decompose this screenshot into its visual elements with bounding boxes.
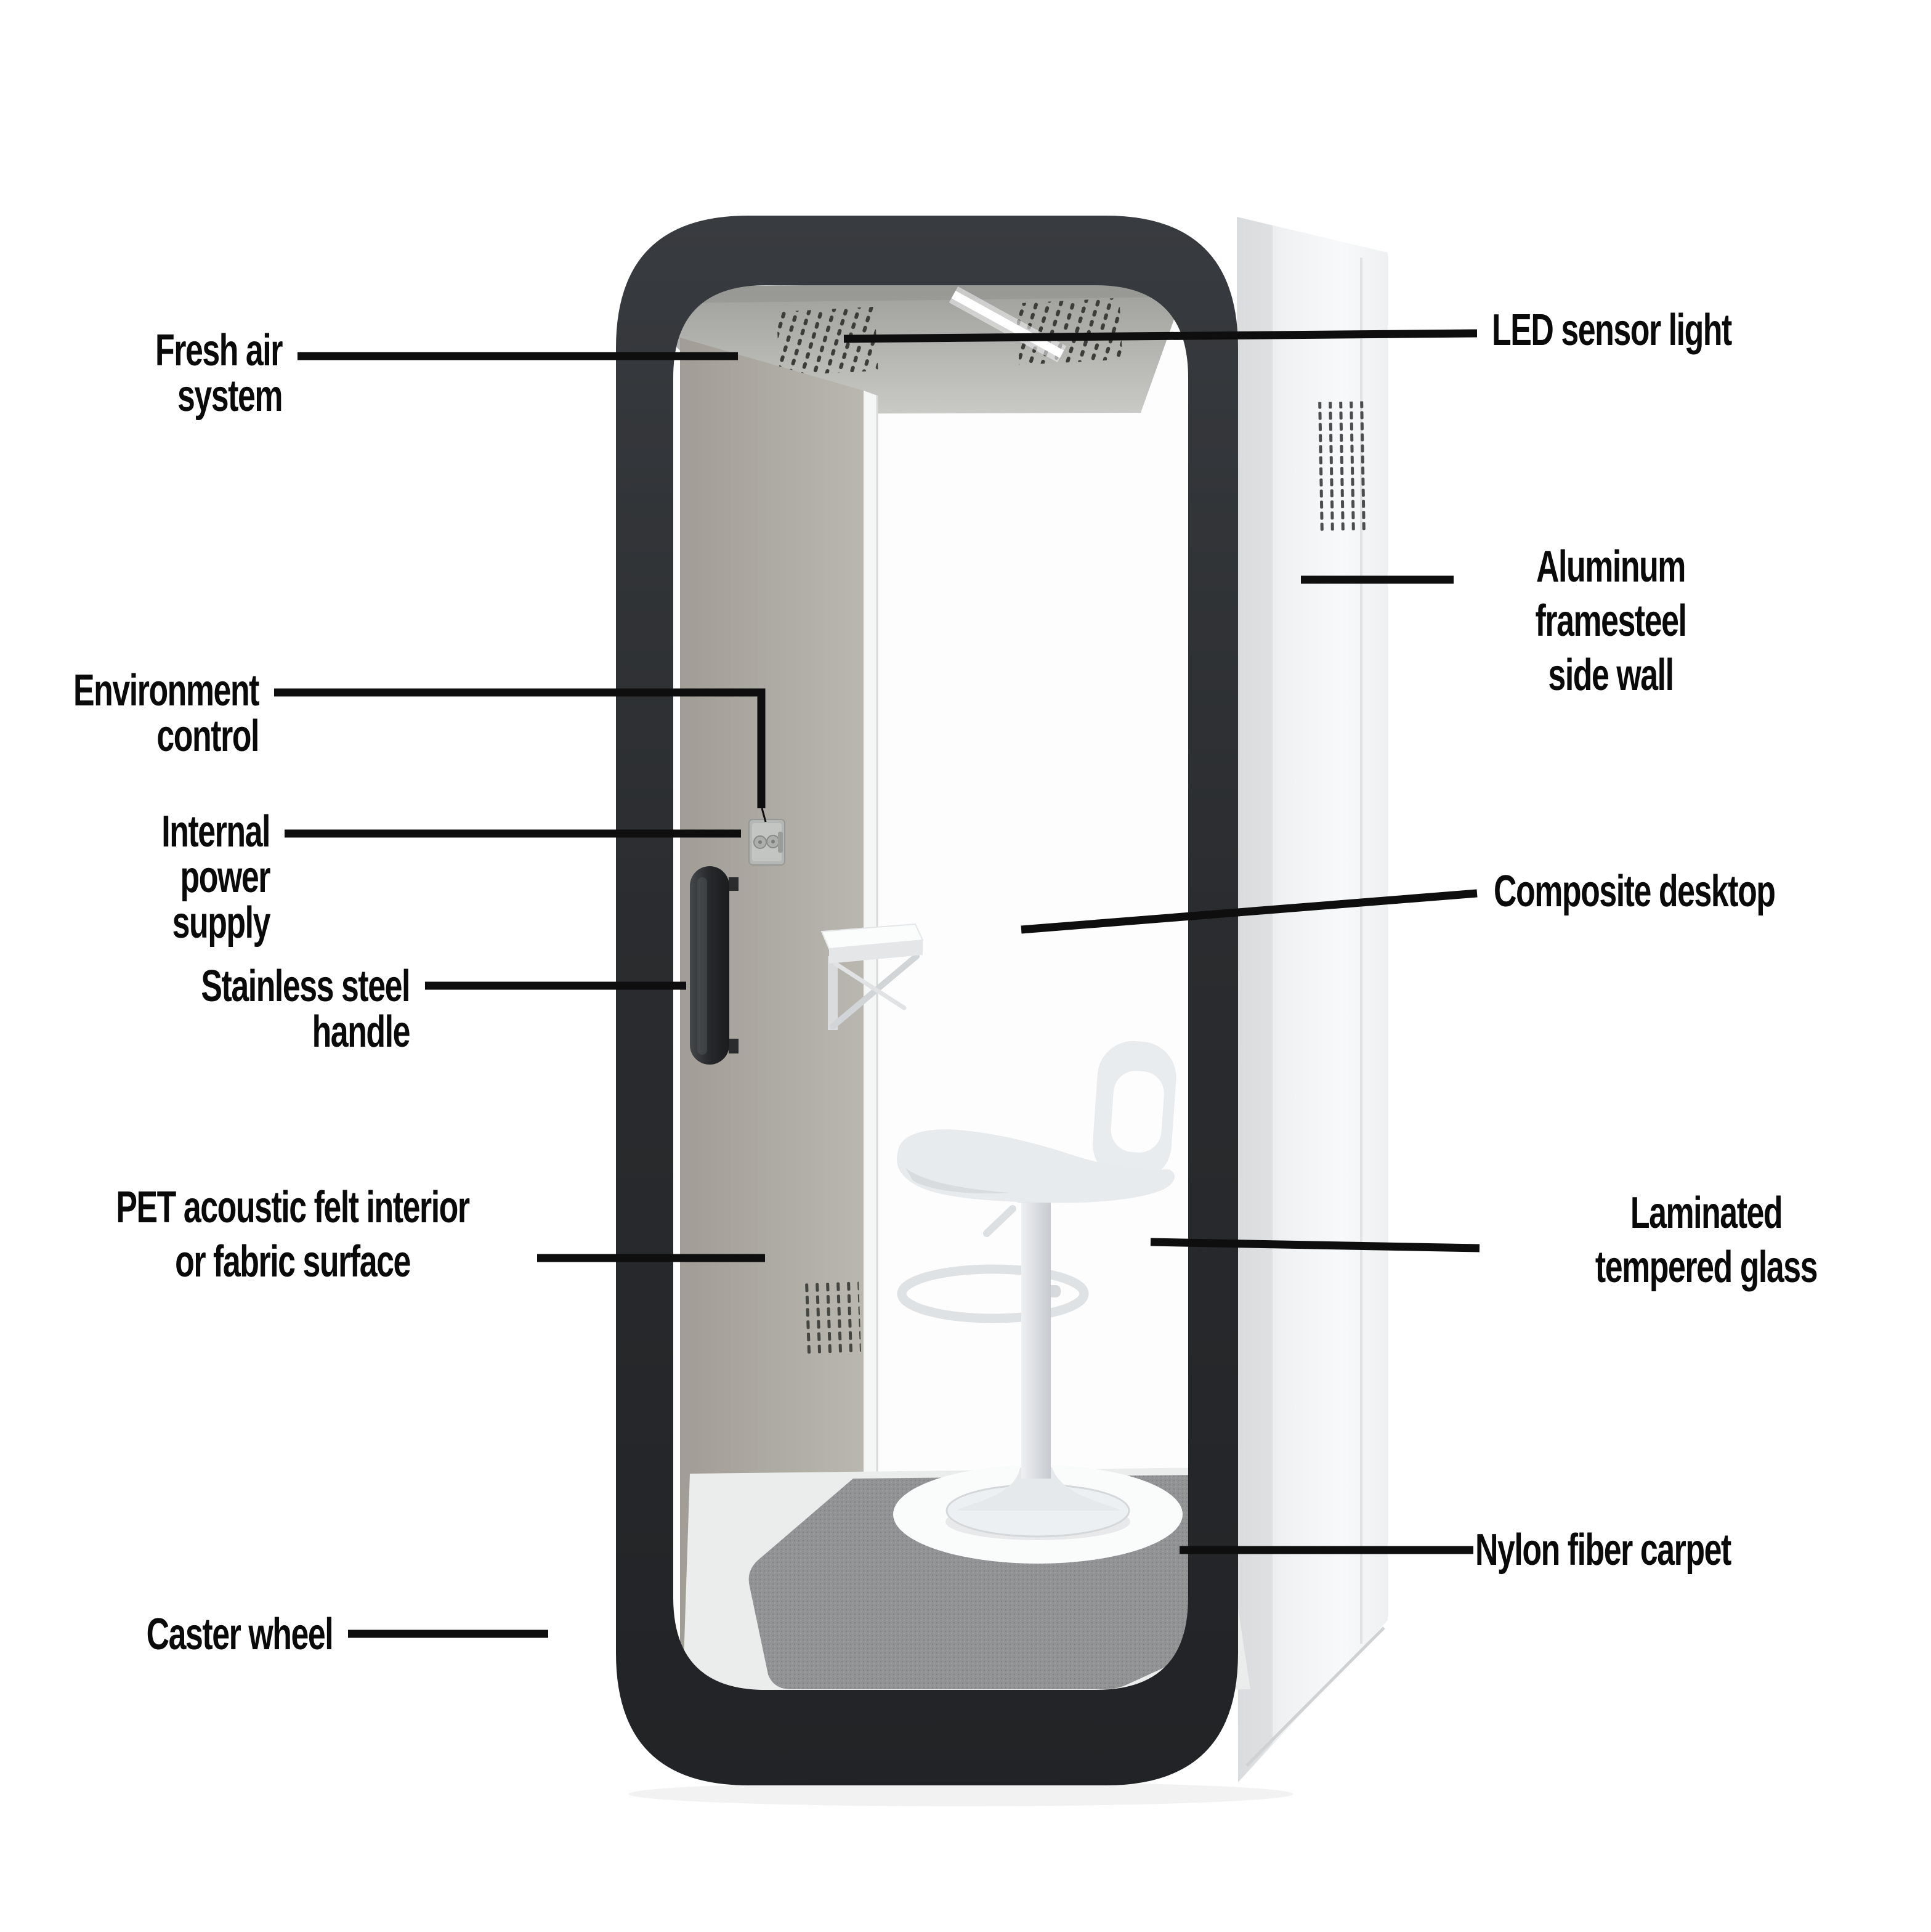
label-caster-wheel: Caster wheel xyxy=(146,1610,333,1659)
label-nylon-fiber-carpet: Nylon fiber carpet xyxy=(1475,1525,1731,1575)
side-wall-crease xyxy=(1245,1626,1385,1767)
label-laminated-glass: Laminated tempered glass xyxy=(1595,1188,1818,1292)
stool-seat xyxy=(896,1129,1175,1203)
door-handle xyxy=(690,866,739,1065)
led-light-strip xyxy=(951,290,1064,359)
stool-backrest xyxy=(1092,1041,1176,1181)
stool-lever-icon xyxy=(983,1205,1016,1237)
leader-desktop xyxy=(1021,889,1478,934)
label-led-sensor-light: LED sensor light xyxy=(1492,306,1732,355)
booth-interior xyxy=(673,282,1250,1698)
leader-environment-control xyxy=(274,688,766,808)
booth-shadow xyxy=(628,1782,1293,1806)
felt-vent-icon xyxy=(799,1279,862,1354)
label-environment-control: Environment control xyxy=(73,666,259,761)
side-wall-vent-icon xyxy=(1316,401,1367,532)
glass-door-edge xyxy=(864,391,877,1663)
desk-strut-2 xyxy=(833,961,907,1010)
label-pet-acoustic-felt: PET acoustic felt interior or fabric sur… xyxy=(116,1183,470,1286)
side-wall xyxy=(1237,217,1388,1782)
leader-glass xyxy=(1150,1238,1480,1252)
stool-column xyxy=(1021,1200,1051,1479)
label-aluminum-side-wall: Aluminum framesteel side wall xyxy=(1535,542,1687,700)
power-outlet xyxy=(748,819,785,866)
side-wall-shading xyxy=(1237,217,1273,1782)
label-stainless-steel-handle: Stainless steel handle xyxy=(201,962,410,1057)
desk-top xyxy=(820,923,924,950)
stool-base-neck xyxy=(956,1467,1121,1511)
label-internal-power-supply: Internal power supply xyxy=(161,807,270,948)
ceiling-front-edge xyxy=(674,282,1188,303)
leader-lines xyxy=(274,329,1480,1638)
desk-edge xyxy=(829,940,923,964)
label-composite-desktop: Composite desktop xyxy=(1494,867,1776,916)
leader-led-light xyxy=(843,329,1478,343)
bar-stool xyxy=(896,1041,1176,1540)
stool-foot-ring-icon xyxy=(897,1264,1089,1323)
stool-seat-shade xyxy=(905,1168,1010,1194)
leader-environment-tip xyxy=(761,808,767,822)
ceiling-vent-left-icon xyxy=(776,306,878,376)
label-fresh-air-system: Fresh air system xyxy=(155,326,283,421)
wall-desk xyxy=(820,923,924,1030)
switch-icon xyxy=(778,832,783,853)
felt-panel xyxy=(680,338,864,1694)
